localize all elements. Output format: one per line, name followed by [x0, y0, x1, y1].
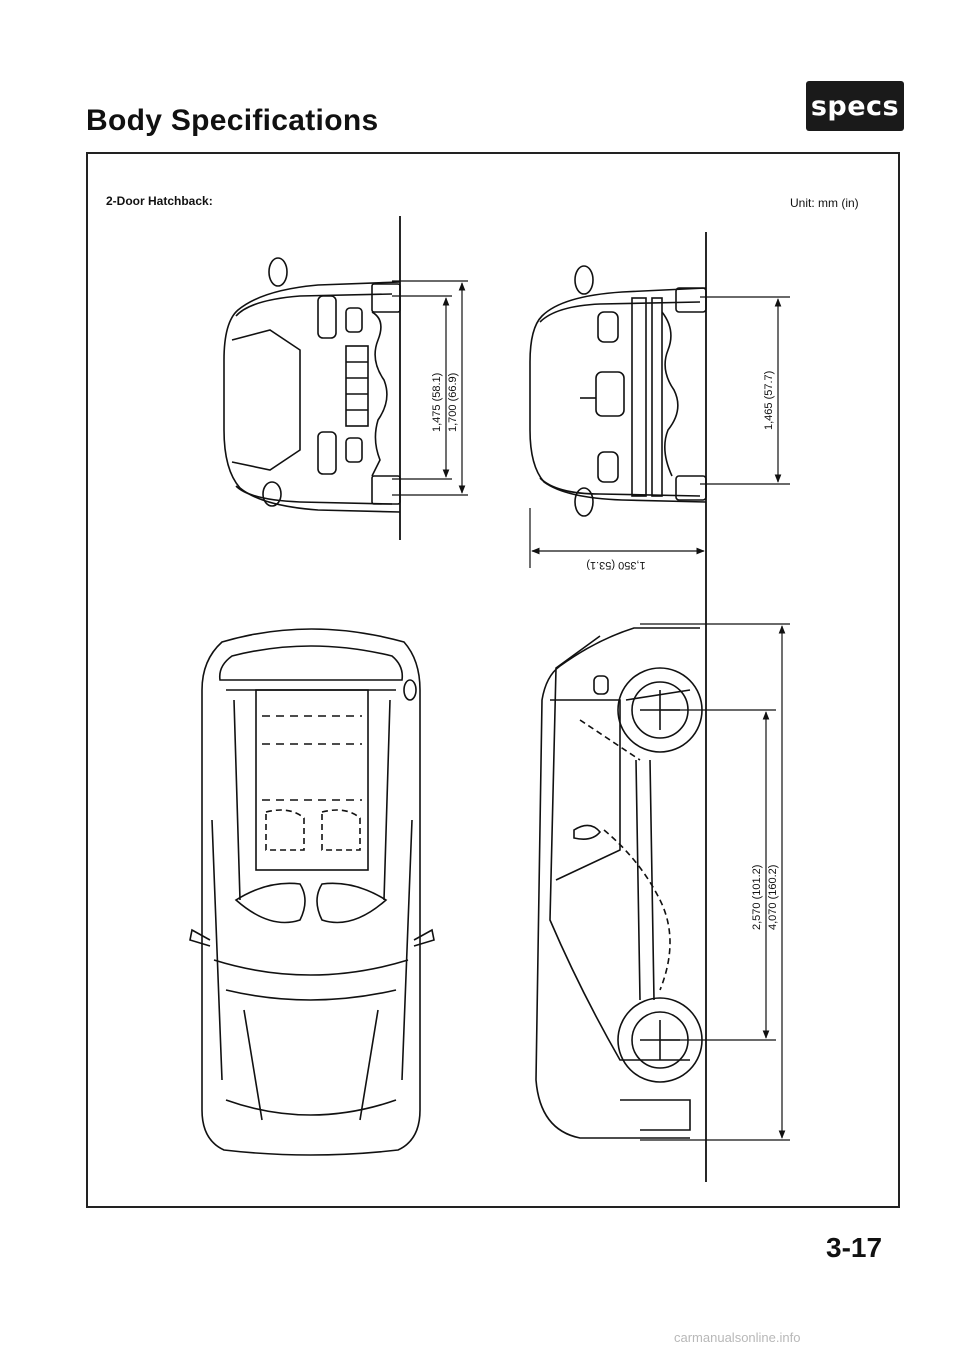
rear-view-dimension-lines	[529, 232, 790, 1182]
overall-height-dimension: 1,350 (53.1)	[586, 559, 645, 571]
page-number: 3-17	[826, 1232, 883, 1263]
diagram-frame	[86, 152, 900, 1208]
specs-badge: specs	[806, 81, 904, 131]
page-title: Body Specifications	[86, 104, 379, 137]
side-view-car	[535, 627, 703, 1139]
front-view-car	[223, 257, 401, 513]
rear-view-car	[529, 265, 707, 517]
wheelbase-dimension: 2,570 (101.2)	[751, 865, 763, 930]
overall-length-dimension: 4,070 (160.2)	[767, 865, 779, 930]
overall-width-dimension: 1,700 (66.9)	[447, 373, 459, 432]
body-type-label: 2-Door Hatchback:	[106, 194, 213, 208]
unit-label: Unit: mm (in)	[790, 196, 859, 210]
rear-tread-dimension: 1,465 (57.7)	[763, 371, 775, 430]
watermark: carmanualsonline.info	[674, 1330, 801, 1345]
front-tread-dimension: 1,475 (58.1)	[431, 373, 443, 432]
top-view-car	[189, 628, 435, 1156]
side-view-dimension-lines	[640, 623, 790, 1141]
front-view-dimension-lines	[392, 216, 468, 540]
